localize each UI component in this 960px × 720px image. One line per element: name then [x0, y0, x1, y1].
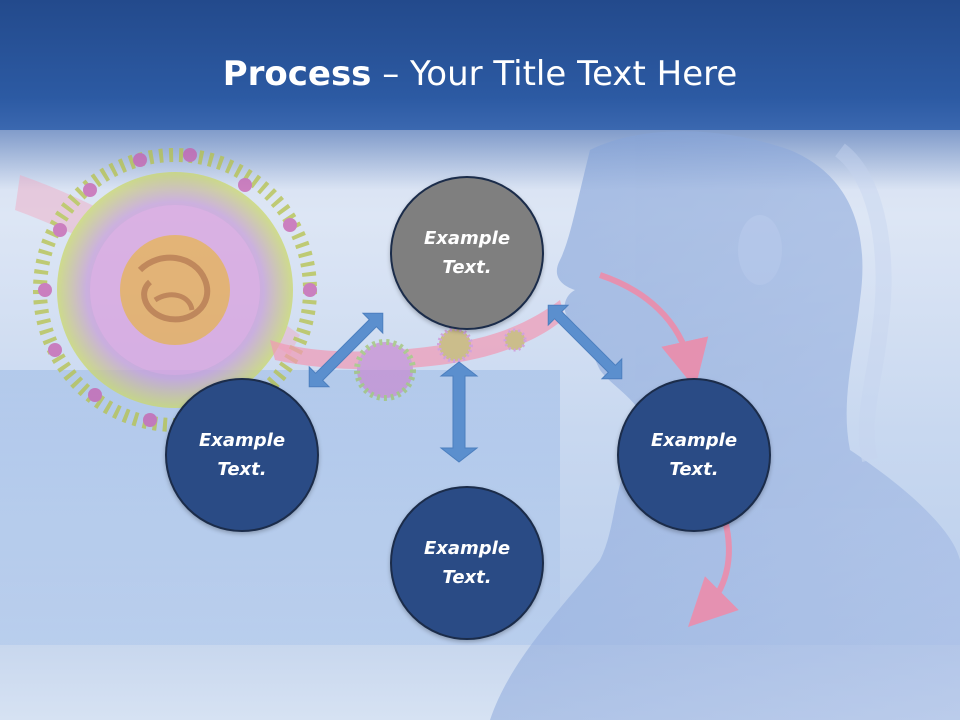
node-left: Example Text. [165, 378, 319, 532]
node-top-line2: Text. [442, 257, 492, 278]
node-right-line1: Example [650, 430, 738, 451]
node-right: Example Text. [617, 378, 771, 532]
slide-title: Process – Your Title Text Here [0, 52, 960, 96]
connector-arrows [308, 304, 623, 463]
title-bold: Process [222, 54, 372, 94]
arrow-top-right [547, 304, 623, 380]
arrow-top-left [308, 312, 384, 388]
node-right-line2: Text. [669, 459, 719, 480]
airflow-arrows [599, 272, 739, 627]
virus-illustration [15, 148, 317, 432]
arrow-vertical [439, 361, 479, 463]
node-left-line2: Text. [217, 459, 267, 480]
title-bar [0, 0, 960, 130]
node-bottom-line2: Text. [442, 567, 492, 588]
node-top-line1: Example [423, 228, 511, 249]
node-bottom-line1: Example [423, 538, 511, 559]
node-top: Example Text. [390, 176, 544, 330]
title-rest: – Your Title Text Here [371, 54, 738, 94]
node-bottom: Example Text. [390, 486, 544, 640]
node-left-line1: Example [198, 430, 286, 451]
